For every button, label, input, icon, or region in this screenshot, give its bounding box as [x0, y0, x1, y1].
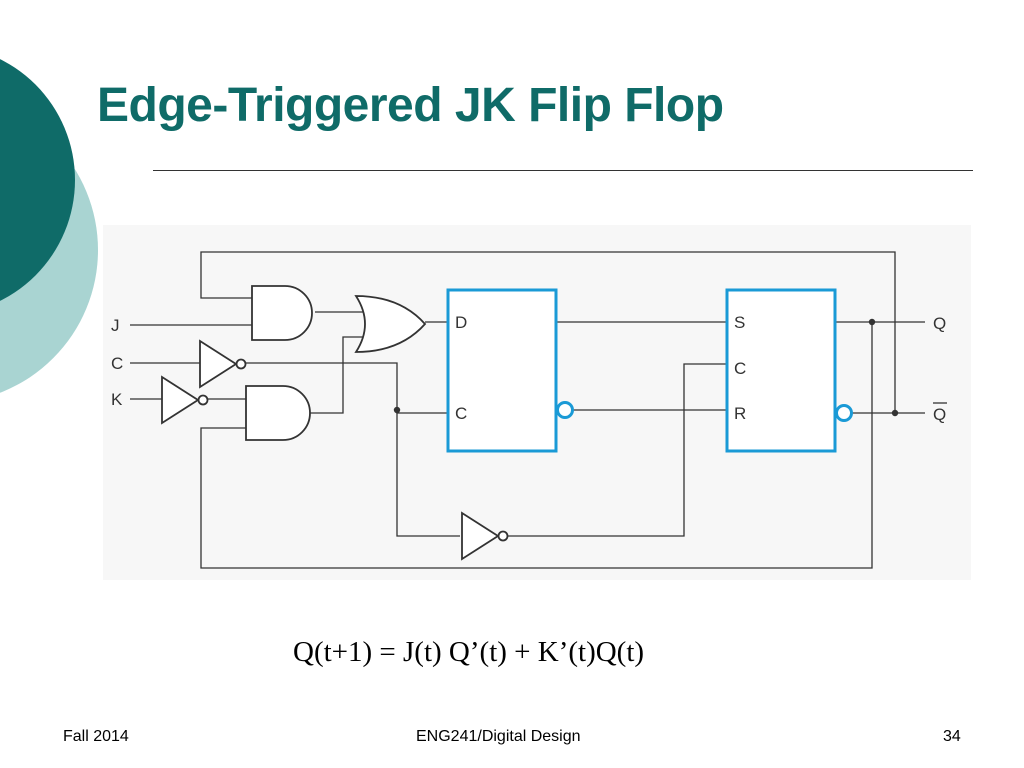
dff-pin-c: C [455, 404, 467, 423]
not-gate-clock-bubble [497, 530, 509, 542]
junction-clock [393, 406, 401, 414]
wire-q-to-and2 [200, 322, 873, 569]
sr-flip-flop-qbar-bubble [835, 404, 853, 422]
or-gate [354, 295, 427, 353]
junction-qbar [891, 409, 899, 417]
junction-q [868, 318, 876, 326]
not-gate-k-bubble [197, 394, 209, 406]
characteristic-equation: Q(t+1) = J(t) Q’(t) + K’(t)Q(t) [293, 636, 645, 668]
output-label-q: Q [933, 314, 946, 333]
wire-and2-to-or [310, 336, 366, 414]
not-gate-clock [461, 511, 500, 561]
input-label-j: J [111, 316, 120, 335]
srff-pin-r: R [734, 404, 746, 423]
dff-pin-d: D [455, 313, 467, 332]
and-gate-top [251, 285, 313, 341]
decorative-circles [0, 59, 98, 393]
srff-pin-s: S [734, 313, 745, 332]
srff-pin-c: C [734, 359, 746, 378]
sr-flip-flop [725, 288, 837, 453]
wire-c-out [246, 362, 448, 414]
d-flip-flop [446, 288, 558, 453]
slide-title: Edge-Triggered JK Flip Flop [97, 79, 724, 132]
wire-inverter-to-slave-c [508, 363, 727, 537]
output-label-qbar: Q [933, 405, 946, 424]
d-flip-flop-qbar-bubble [556, 401, 574, 419]
not-gate-c [199, 339, 238, 389]
input-label-k: K [111, 390, 123, 409]
wire-clock-to-inverter [396, 413, 460, 537]
slide-number: 34 [943, 728, 961, 745]
not-gate-k [161, 375, 200, 425]
dark-teal-circle [0, 59, 75, 301]
title-divider [153, 170, 973, 171]
wire-q-feedback [200, 251, 896, 413]
footer-course: ENG241/Digital Design [416, 728, 581, 745]
input-label-c: C [111, 354, 123, 373]
not-gate-c-bubble [235, 358, 247, 370]
footer-date: Fall 2014 [63, 728, 129, 745]
and-gate-bottom [245, 385, 311, 441]
